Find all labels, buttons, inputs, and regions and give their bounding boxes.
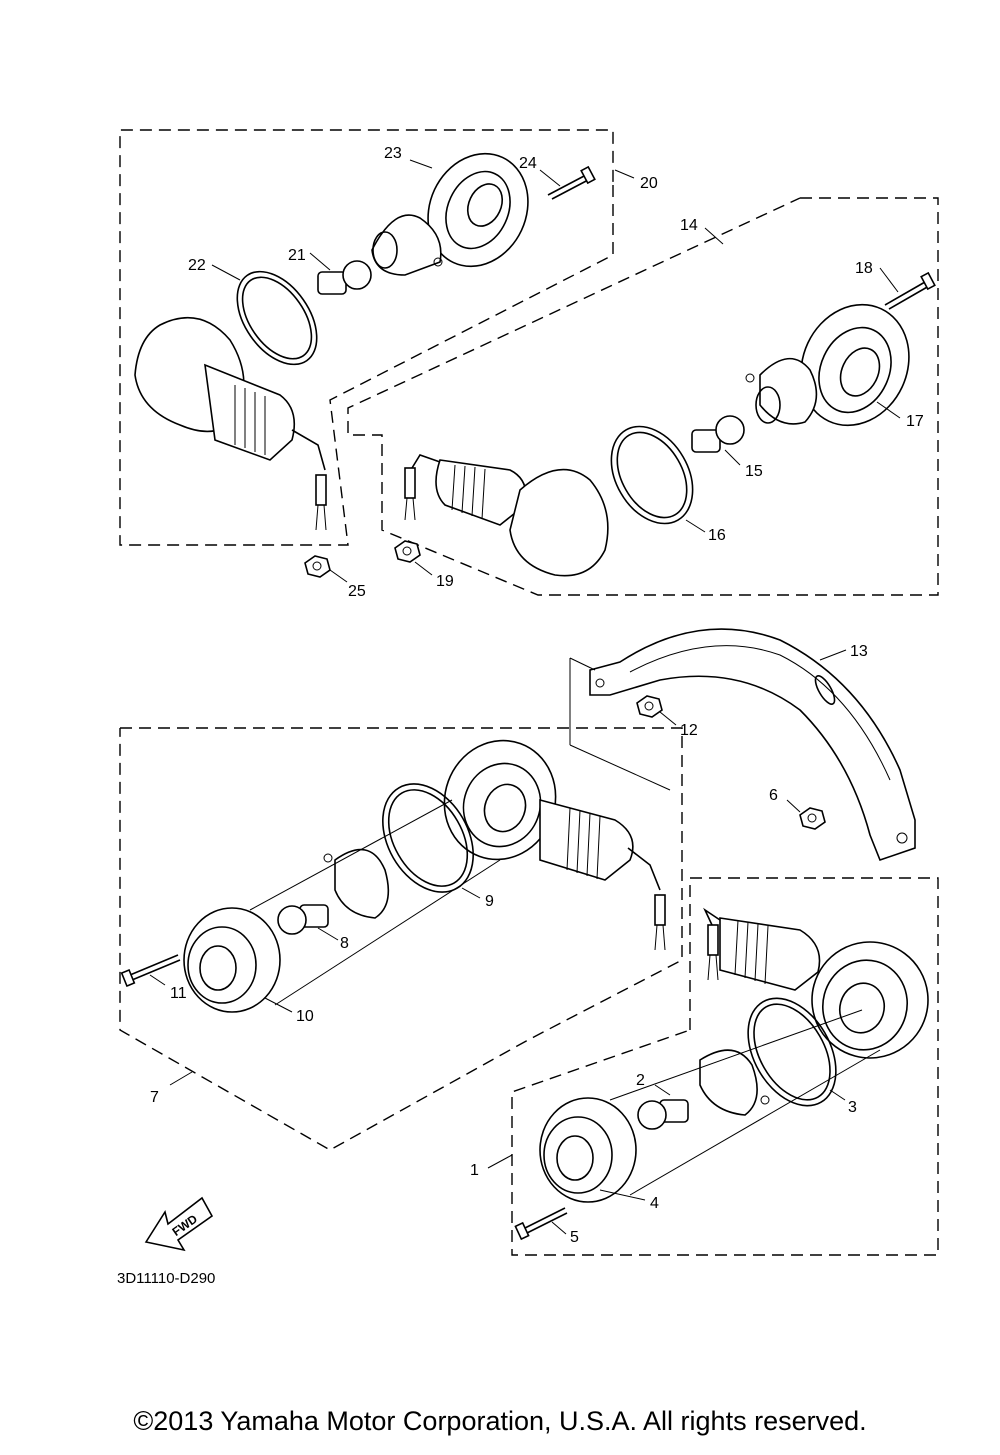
part-17-housing [800, 303, 910, 427]
part-13-bracket [569, 628, 916, 862]
callout-20: 20 [640, 175, 658, 192]
part-19-nut [394, 540, 421, 563]
callout-labels: 23 24 20 21 22 25 14 18 17 15 16 19 13 1… [150, 145, 924, 1246]
callout-21: 21 [288, 247, 306, 264]
part-8-bulb [277, 904, 329, 935]
part-2-socket [699, 1049, 770, 1116]
callout-25: 25 [348, 583, 366, 600]
part-22-ring [236, 270, 318, 366]
part-4-lens [539, 1009, 881, 1203]
assembly-group-20 [119, 129, 614, 546]
part-12-nut [636, 695, 663, 718]
part-6-nut [799, 807, 826, 830]
callout-19: 19 [436, 573, 454, 590]
part-7-housing [443, 739, 666, 951]
part-25-nut [304, 555, 331, 578]
callout-11: 11 [170, 985, 187, 1002]
callout-3: 3 [848, 1099, 857, 1116]
callout-6: 6 [769, 787, 778, 804]
callout-24: 24 [519, 155, 537, 172]
part-3-ring [747, 997, 837, 1107]
part-18-screw [884, 271, 936, 310]
callout-12: 12 [680, 722, 698, 739]
part-15-bulb [691, 415, 745, 453]
part-24-screw [547, 165, 596, 200]
part-5-screw [514, 1207, 568, 1241]
part-16-ring [610, 425, 694, 525]
callout-9: 9 [485, 893, 494, 910]
assembly-group-14 [347, 197, 939, 596]
part-1-housing [703, 907, 929, 1059]
right-turn-signal-body [404, 454, 609, 577]
fwd-arrow-icon: FWD [144, 1196, 214, 1252]
assembly-group-1 [511, 877, 939, 1256]
callout-22: 22 [188, 257, 206, 274]
callout-10: 10 [296, 1008, 314, 1025]
assembly-group-7 [119, 727, 683, 1151]
copyright-notice: ©2013 Yamaha Motor Corporation, U.S.A. A… [133, 1406, 867, 1436]
part-11-screw [120, 954, 181, 988]
callout-1: 1 [470, 1162, 479, 1179]
part-15-socket [745, 357, 818, 425]
part-8-socket [323, 848, 390, 919]
part-10-lens [183, 799, 501, 1013]
callout-4: 4 [650, 1195, 659, 1212]
part-23-housing [427, 152, 529, 268]
callout-2: 2 [636, 1072, 645, 1089]
callout-5: 5 [570, 1229, 579, 1246]
part-2-bulb [637, 1099, 689, 1130]
left-turn-signal-body [134, 317, 327, 531]
leader-lines [149, 159, 901, 1235]
callout-18: 18 [855, 260, 873, 277]
callout-13: 13 [850, 643, 868, 660]
callout-14: 14 [680, 217, 698, 234]
callout-17: 17 [906, 413, 924, 430]
part-21-socket [371, 214, 443, 276]
callout-7: 7 [150, 1089, 159, 1106]
callout-16: 16 [708, 527, 726, 544]
callout-8: 8 [340, 935, 349, 952]
diagram-code: 3D11110-D290 [117, 1270, 215, 1287]
callout-15: 15 [745, 463, 763, 480]
part-21-bulb [317, 260, 372, 295]
callout-23: 23 [384, 145, 402, 162]
